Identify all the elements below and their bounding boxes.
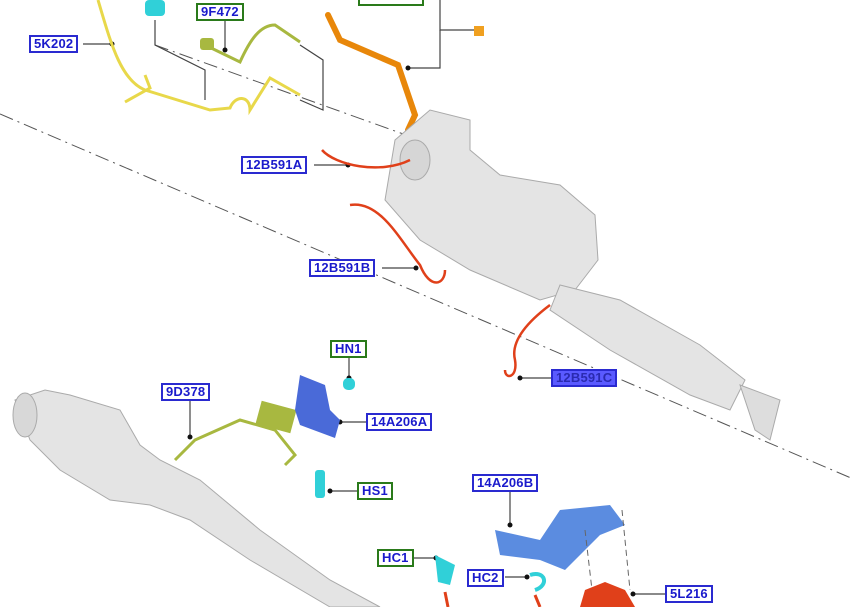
- callout-hc2[interactable]: HC2: [467, 569, 504, 587]
- callout-12b591b[interactable]: 12B591B: [309, 259, 376, 277]
- clip-fastener: [145, 0, 165, 16]
- sensor-wire-12b591c: [503, 304, 551, 378]
- assembly-axis-line: [154, 44, 421, 141]
- wiring-harness-5k202: [96, 0, 301, 116]
- exhaust-pipe-assembly: [12, 389, 381, 607]
- callout-hn1[interactable]: HN1: [330, 340, 367, 358]
- clip-hc2: [529, 572, 546, 592]
- sensor-wire-12b591a: [321, 149, 411, 169]
- stud-hs1: [315, 470, 325, 498]
- sensor-9d378: [173, 418, 298, 467]
- sensor-wire-12b591b: [349, 203, 447, 284]
- orange-tube: [325, 12, 419, 133]
- nut-hn1: [343, 378, 355, 390]
- sensor-9f472: [204, 23, 301, 65]
- section-divider-line: [0, 113, 851, 479]
- callout-14a206b[interactable]: 14A206B: [472, 474, 539, 492]
- orange-square-marker: [474, 26, 484, 36]
- callout-hs1[interactable]: HS1: [357, 482, 393, 500]
- callout-12b591a[interactable]: 12B591A: [241, 156, 308, 174]
- leader-lines: [83, 0, 665, 595]
- callout-12b591c-selected[interactable]: 12B591C: [551, 369, 618, 387]
- clip-hc1: [435, 555, 455, 585]
- catalytic-converter: [384, 109, 781, 441]
- callout-14a206a[interactable]: 14A206A: [366, 413, 433, 431]
- part-5l216: [580, 582, 635, 607]
- bracket-14a206b: [495, 505, 625, 570]
- callout-9d378[interactable]: 9D378: [161, 383, 211, 401]
- callout-partial-top[interactable]: [358, 0, 424, 6]
- callout-5l216[interactable]: 5L216: [665, 585, 713, 603]
- bracket-14a206a: [295, 375, 340, 438]
- callout-hc1[interactable]: HC1: [377, 549, 414, 567]
- callout-5k202[interactable]: 5K202: [29, 35, 79, 53]
- callout-9f472[interactable]: 9F472: [196, 3, 244, 21]
